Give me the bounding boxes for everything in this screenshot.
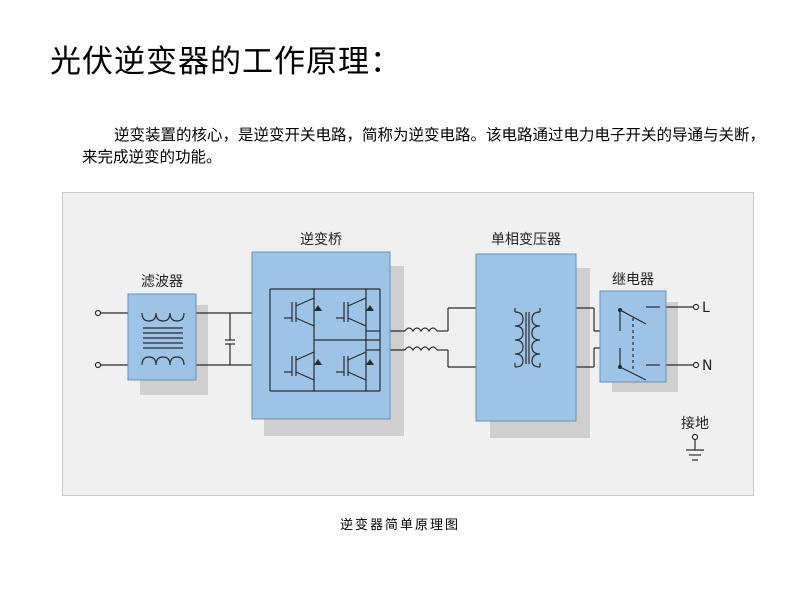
terminal-L-label: L: [702, 300, 710, 316]
ground-label: 接地: [681, 415, 709, 432]
ground-icon: [686, 433, 704, 461]
input-terminal-bottom: [94, 361, 102, 369]
input-terminal-top: [94, 309, 102, 317]
block-shadows: [140, 266, 678, 438]
diode-icon: [366, 359, 374, 365]
inverter-bridge-label: 逆变桥: [300, 232, 342, 248]
filter-label: 滤波器: [141, 274, 183, 290]
transformer-block: [475, 253, 577, 422]
transformer-label: 单相变压器: [491, 232, 561, 248]
diode-icon: [314, 305, 322, 311]
diode-icon: [314, 359, 322, 365]
diagram-caption: 逆变器简单原理图: [339, 518, 460, 533]
igbt-switch: [284, 297, 315, 327]
relay-contact: [618, 308, 622, 312]
relay-block: [599, 290, 667, 383]
igbt-switch: [336, 351, 367, 381]
relay-label: 继电器: [612, 272, 654, 288]
output-terminal-N: [692, 361, 700, 369]
filter-block: [127, 293, 197, 381]
relay-contact: [618, 365, 622, 369]
diode-icon: [366, 305, 374, 311]
intro-paragraph: 逆变装置的核心，是逆变开关电路，简称为逆变电路。该电路通过电力电子开关的导通与关…: [82, 126, 766, 166]
igbt-switch: [284, 351, 315, 381]
page-title: 光伏逆变器的工作原理：: [50, 44, 402, 80]
inverter-bridge-block: [251, 251, 391, 420]
terminal-N-label: N: [702, 358, 712, 374]
output-terminal-L: [692, 303, 700, 311]
igbt-switch: [336, 297, 367, 327]
